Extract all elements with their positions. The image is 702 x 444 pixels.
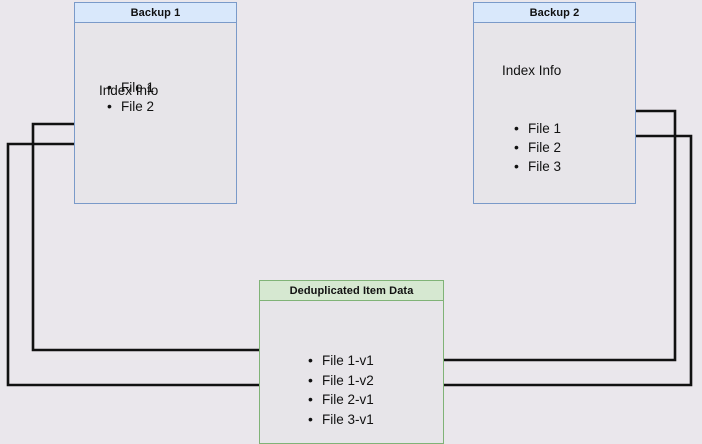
list-item: File 1-v2 bbox=[308, 371, 374, 391]
list-item: File 1-v1 bbox=[308, 351, 374, 371]
list-item: File 2-v1 bbox=[308, 390, 374, 410]
node-backup1[interactable]: Backup 1 Index Info File 1 File 2 bbox=[74, 2, 237, 204]
backup1-file-list: File 1 File 2 bbox=[107, 78, 154, 116]
backup2-file-list: File 1 File 2 File 3 bbox=[514, 119, 561, 176]
dedup-file-list: File 1-v1 File 1-v2 File 2-v1 File 3-v1 bbox=[308, 351, 374, 429]
list-item: File 1 bbox=[107, 78, 154, 97]
list-item: File 2 bbox=[514, 138, 561, 157]
node-backup2-body: Index Info File 1 File 2 File 3 bbox=[474, 23, 635, 203]
node-backup2[interactable]: Backup 2 Index Info File 1 File 2 File 3 bbox=[473, 2, 636, 204]
list-item: File 1 bbox=[514, 119, 561, 138]
node-backup1-body: Index Info File 1 File 2 bbox=[75, 23, 236, 203]
node-dedup-body: File 1-v1 File 1-v2 File 2-v1 File 3-v1 bbox=[260, 301, 443, 443]
list-item: File 3 bbox=[514, 157, 561, 176]
node-backup2-header: Backup 2 bbox=[474, 3, 635, 23]
node-backup1-header: Backup 1 bbox=[75, 3, 236, 23]
list-item: File 2 bbox=[107, 97, 154, 116]
list-item: File 3-v1 bbox=[308, 410, 374, 430]
backup2-index-label: Index Info bbox=[502, 63, 562, 78]
node-dedup-header: Deduplicated Item Data bbox=[260, 281, 443, 301]
node-deduplicated-item-data[interactable]: Deduplicated Item Data File 1-v1 File 1-… bbox=[259, 280, 444, 444]
